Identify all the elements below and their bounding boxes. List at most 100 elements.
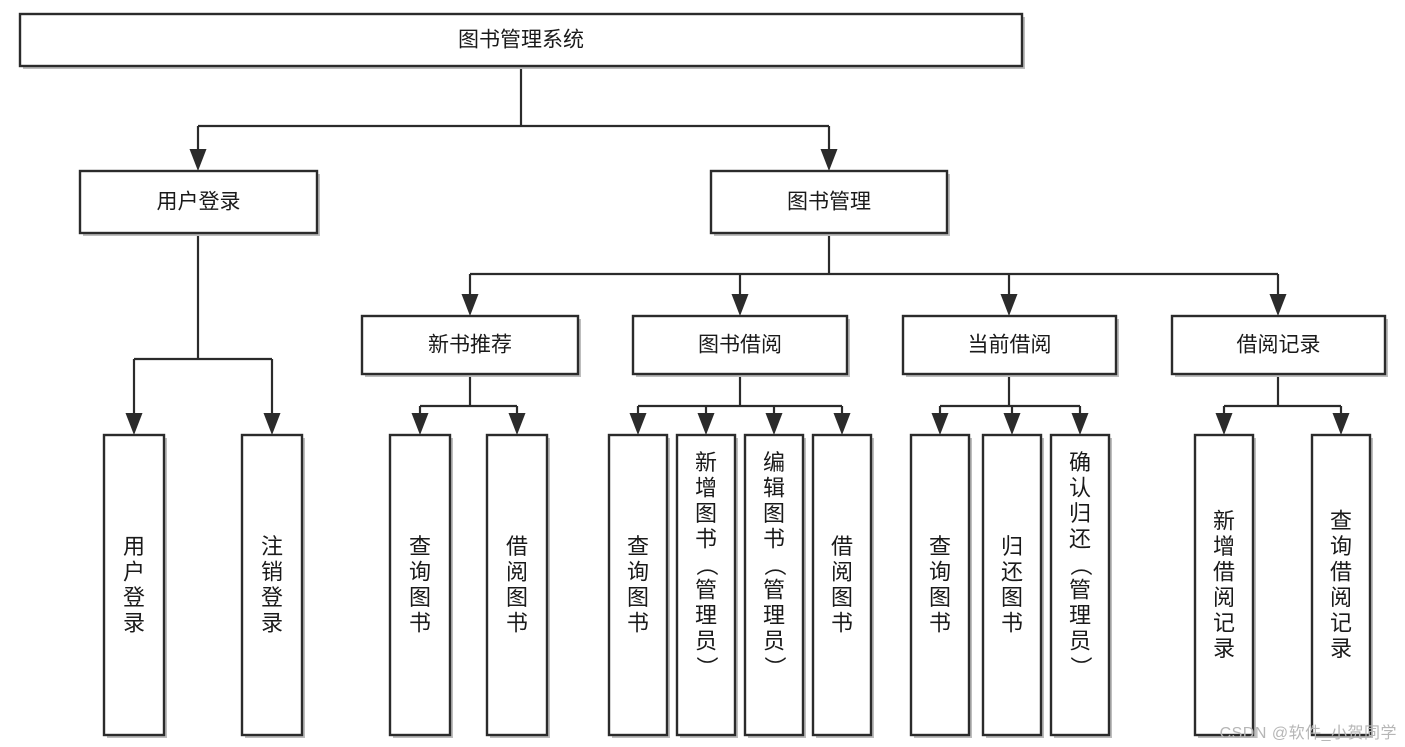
node-label-char: 理 [763,603,785,628]
node-rect[interactable] [811,433,873,737]
node-label-char: 记 [1213,610,1235,635]
arrow-head-icon [411,413,429,435]
node-label-char: 员 [763,629,785,654]
node-rect[interactable] [360,314,580,376]
node-label-char: 图 [763,501,785,526]
node-n-new-rec[interactable]: 新书推荐 [360,314,581,377]
node-l-user-login[interactable]: 用户登录 [102,433,167,738]
node-n-borrow[interactable]: 图书借阅 [631,314,850,377]
node-label-char: 书 [695,527,717,552]
node-rect[interactable] [743,433,805,737]
node-label-char: 用 [123,534,145,559]
node-label: 当前借阅 [968,334,1052,357]
node-label-char: 书 [763,527,785,552]
arrow-head-icon [1332,413,1350,435]
node-label-char: 图 [1001,585,1023,610]
node-label-char: 理 [695,603,717,628]
node-rect[interactable] [1049,433,1111,737]
node-label-char: 图 [409,585,431,610]
node-label-char: 书 [627,610,649,635]
arrow-head-icon [125,413,143,435]
watermark-text: CSDN @软件_小贺同学 [1219,725,1397,742]
node-rect[interactable] [631,314,849,376]
arrow-head-icon [833,413,851,435]
node-label-char: 归 [1001,534,1023,559]
node-label-char: 归 [1069,501,1091,526]
node-label-char: 图 [695,501,717,526]
node-label-char: 阅 [1330,585,1352,610]
node-label: 用户登录 [157,191,241,214]
node-label-char: （ [1068,554,1093,576]
node-label-char: 编 [763,450,785,475]
arrow-head-icon [1269,294,1287,316]
node-rect[interactable] [1193,433,1255,737]
node-rect[interactable] [240,433,304,737]
node-label-char: 员 [695,629,717,654]
node-label-char: 新 [695,450,717,475]
node-rect[interactable] [388,433,452,737]
node-rect[interactable] [1170,314,1387,376]
node-label-char: ） [762,656,787,678]
node-n-book-mgmt[interactable]: 图书管理 [709,169,950,236]
node-label-char: 户 [123,559,145,584]
node-n-user-login[interactable]: 用户登录 [78,169,320,236]
node-rect[interactable] [901,314,1118,376]
node-label-char: 查 [1330,508,1352,533]
node-label-char: 增 [1213,534,1235,559]
node-rect[interactable] [909,433,971,737]
node-label-char: 录 [1330,636,1352,661]
node-label-char: 查 [409,534,431,559]
node-label-char: 登 [261,585,283,610]
node-rect[interactable] [709,169,949,235]
arrow-head-icon [931,413,949,435]
node-label-char: 录 [123,610,145,635]
node-label-char: 员 [1069,629,1091,654]
connector-current-trunk [931,374,1089,435]
node-label-char: 录 [261,610,283,635]
node-label-char: 还 [1001,559,1023,584]
node-rect[interactable] [485,433,549,737]
node-root[interactable]: 图书管理系统 [18,12,1025,69]
node-label-char: ） [1068,656,1093,678]
node-rect[interactable] [675,433,737,737]
connector-borrow-trunk [629,374,851,435]
arrow-head-icon [1071,413,1089,435]
node-label-char: 图 [627,585,649,610]
node-rect[interactable] [981,433,1043,737]
node-label: 新书推荐 [428,334,512,357]
node-rect[interactable] [18,12,1024,68]
node-label: 图书管理系统 [458,29,584,52]
arrow-head-icon [731,294,749,316]
node-label-char: 书 [409,610,431,635]
node-rect[interactable] [102,433,166,737]
node-label-char: 管 [1069,578,1091,603]
node-label-char: 录 [1213,636,1235,661]
node-n-record[interactable]: 借阅记录 [1170,314,1388,377]
node-label-char: 注 [261,534,283,559]
node-label-char: 借 [506,534,528,559]
node-rect[interactable] [78,169,319,235]
arrow-head-icon [765,413,783,435]
node-rect[interactable] [607,433,669,737]
connectors-layer [125,66,1350,435]
node-label-char: 管 [763,578,785,603]
node-label-char: 图 [929,585,951,610]
arrow-head-icon [508,413,526,435]
node-n-current[interactable]: 当前借阅 [901,314,1119,377]
node-rect[interactable] [1310,433,1372,737]
node-label-char: 图 [506,585,528,610]
arrow-head-icon [189,149,207,171]
